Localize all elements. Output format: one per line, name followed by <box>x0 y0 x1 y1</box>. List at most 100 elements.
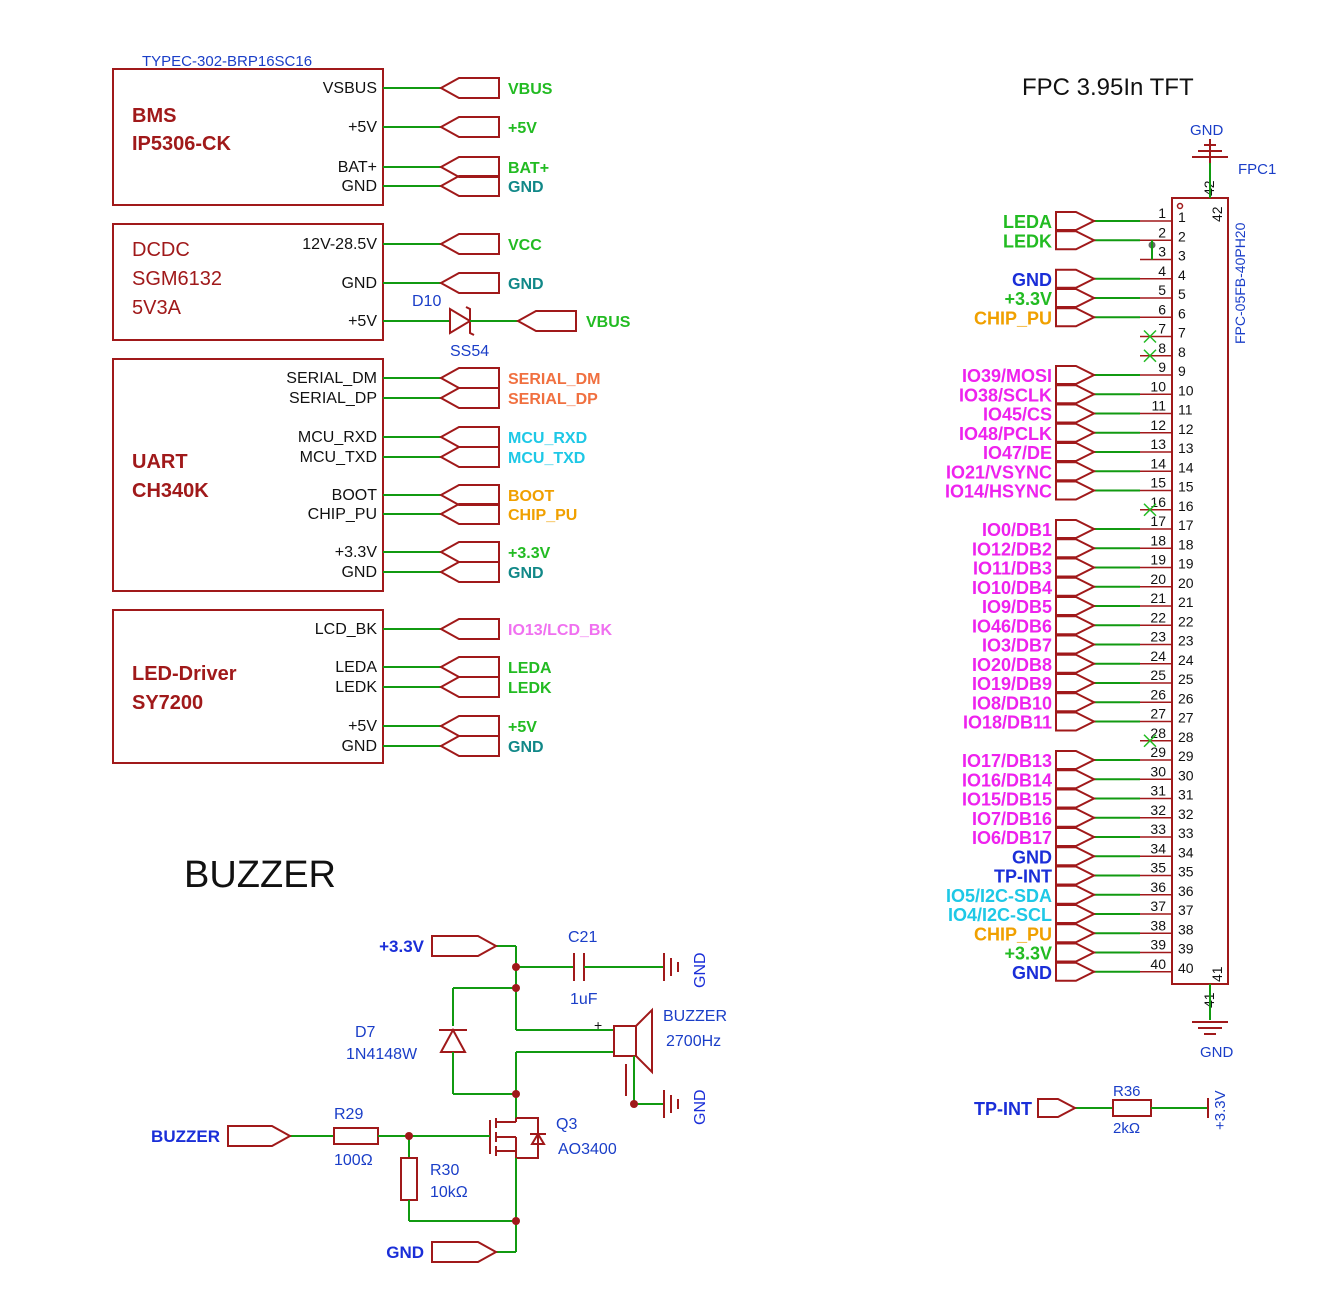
fpc-pin-index: 4 <box>1178 267 1186 283</box>
fpc-pin-number: 7 <box>1158 321 1166 337</box>
fpc-net-label: IO48/PCLK <box>959 424 1052 444</box>
fpc-net-flag <box>1055 750 1097 770</box>
fpc-pin-number: 17 <box>1150 513 1166 529</box>
led-driver-title: LED-Driver <box>132 663 237 685</box>
fpc-pin-number: 13 <box>1150 436 1166 452</box>
fpc-pin-number: 2 <box>1158 224 1166 240</box>
fpc-pin-index: 29 <box>1178 748 1194 764</box>
q3-value: AO3400 <box>558 1141 617 1158</box>
buzzer-frequency: 2700Hz <box>666 1033 721 1050</box>
dcdc-net-label: VCC <box>508 237 542 254</box>
fpc-pin-number: 29 <box>1150 744 1166 760</box>
bms-title: BMS <box>132 105 176 127</box>
fpc-net-label: GND <box>1012 847 1052 867</box>
bms-net-label: VBUS <box>508 81 553 98</box>
fpc-pin-number: 14 <box>1150 455 1166 471</box>
fpc-net-flag <box>1055 596 1097 616</box>
bms-pin-label: GND <box>341 178 377 195</box>
buzzer-ref: BUZZER <box>663 1008 727 1025</box>
fpc-net-flag <box>1055 288 1097 308</box>
fpc-pin-number: 34 <box>1150 840 1166 856</box>
fpc-net-label: IO12/DB2 <box>972 539 1052 559</box>
dcdc-pin-label: +5V <box>348 313 377 330</box>
bms-net-flag <box>438 77 500 99</box>
dynamic-layer: VSBUS+5VBAT+GNDVBUS+5VBAT+GND12V-28.5VGN… <box>151 77 1194 1263</box>
fpc-pin-index: 13 <box>1178 440 1194 456</box>
uart-net-label: MCU_RXD <box>508 430 587 447</box>
fpc-net-flag <box>1055 442 1097 462</box>
fpc-pin-index: 17 <box>1178 517 1194 533</box>
fpc-pin-index: 40 <box>1178 960 1194 976</box>
fpc-pin-index: 32 <box>1178 806 1194 822</box>
fpc-net-label: IO3/DB7 <box>982 636 1052 656</box>
fpc-pin-index: 38 <box>1178 921 1194 937</box>
fpc-net-label: IO7/DB16 <box>972 809 1052 829</box>
uart-net-flag <box>438 387 500 409</box>
fpc-net-flag <box>1055 384 1097 405</box>
uart-net-flag <box>438 484 500 506</box>
uart-net-flag <box>438 541 500 563</box>
fpc-net-label: IO10/DB4 <box>972 578 1052 598</box>
dcdc-net-label: GND <box>508 276 544 293</box>
uart-pin-label: GND <box>341 564 377 581</box>
d10-net-flag <box>515 310 577 332</box>
fpc-net-label: IO38/SCLK <box>959 385 1052 405</box>
dcdc-pin-label: GND <box>341 275 377 292</box>
dcdc-net-flag <box>438 233 500 255</box>
fpc-pin-number: 11 <box>1151 398 1166 414</box>
fpc-pin-number: 24 <box>1150 648 1166 664</box>
led-net-flag <box>438 676 500 698</box>
fpc-pin-index: 27 <box>1178 710 1194 726</box>
buzzer-vcc-label: +3.3V <box>379 937 425 956</box>
fpc-pin-number: 1 <box>1158 205 1166 221</box>
fpc-pin-index: 21 <box>1178 594 1194 610</box>
fpc-pin-index: 18 <box>1178 536 1194 552</box>
dcdc-title: DCDC <box>132 239 190 261</box>
uart-net-label: GND <box>508 565 544 582</box>
fpc-net-flag <box>1055 307 1097 328</box>
fpc-pin-index: 9 <box>1178 363 1186 379</box>
fpc-net-label: IO16/DB14 <box>962 770 1052 790</box>
buzzer-heading: BUZZER <box>184 854 336 896</box>
fpc-pin-index: 10 <box>1178 382 1194 398</box>
uart-pin-label: SERIAL_DM <box>286 370 377 387</box>
fpc-pin-number: 20 <box>1150 571 1166 587</box>
fpc-net-label: IO5/I2C-SDA <box>946 886 1052 906</box>
uart-title: UART <box>132 451 188 473</box>
led-pin-label: LEDA <box>335 659 377 676</box>
led-net-label: LEDK <box>508 680 552 697</box>
dcdc-net-flag <box>438 272 500 294</box>
fpc-net-flag <box>1055 557 1097 578</box>
fpc-pin-number: 23 <box>1150 629 1166 645</box>
fpc-pin-index: 37 <box>1178 902 1194 918</box>
fpc-pin-number: 6 <box>1158 301 1166 317</box>
fpc-pin-index: 19 <box>1178 556 1194 572</box>
fpc-net-flag <box>1055 422 1097 443</box>
uart-net-label: SERIAL_DP <box>508 391 598 408</box>
led-net-flag <box>438 618 500 640</box>
uart-net-label: +3.3V <box>508 545 551 562</box>
fpc-pin-number: 39 <box>1150 937 1166 953</box>
buzzer-c21-gnd-label: GND <box>692 952 709 988</box>
fpc-ref: FPC1 <box>1238 161 1276 178</box>
r29-value: 100Ω <box>334 1152 373 1169</box>
fpc-pin-number: 12 <box>1150 417 1166 433</box>
uart-net-flag <box>438 561 500 583</box>
fpc-net-flag <box>1055 268 1097 289</box>
bms-chip: IP5306-CK <box>132 133 231 155</box>
fpc-net-flag <box>1055 480 1097 501</box>
r29-ref: R29 <box>334 1106 363 1123</box>
c21-value: 1uF <box>570 991 598 1008</box>
fpc-net-label: IO6/DB17 <box>972 828 1052 848</box>
uart-pin-label: MCU_TXD <box>300 449 377 466</box>
fpc-pin-index: 6 <box>1178 305 1186 321</box>
fpc-pin-index: 5 <box>1178 286 1186 302</box>
no-connect-marker <box>1143 734 1157 748</box>
fpc-pin-number: 30 <box>1150 763 1166 779</box>
fpc-net-flag <box>1055 884 1097 905</box>
d10-net-label: VBUS <box>586 314 631 331</box>
fpc-pin-index: 16 <box>1178 498 1194 514</box>
led-net-flag <box>438 735 500 757</box>
fpc-net-label: IO4/I2C-SCL <box>948 905 1052 925</box>
fpc-net-flag <box>1055 538 1097 559</box>
